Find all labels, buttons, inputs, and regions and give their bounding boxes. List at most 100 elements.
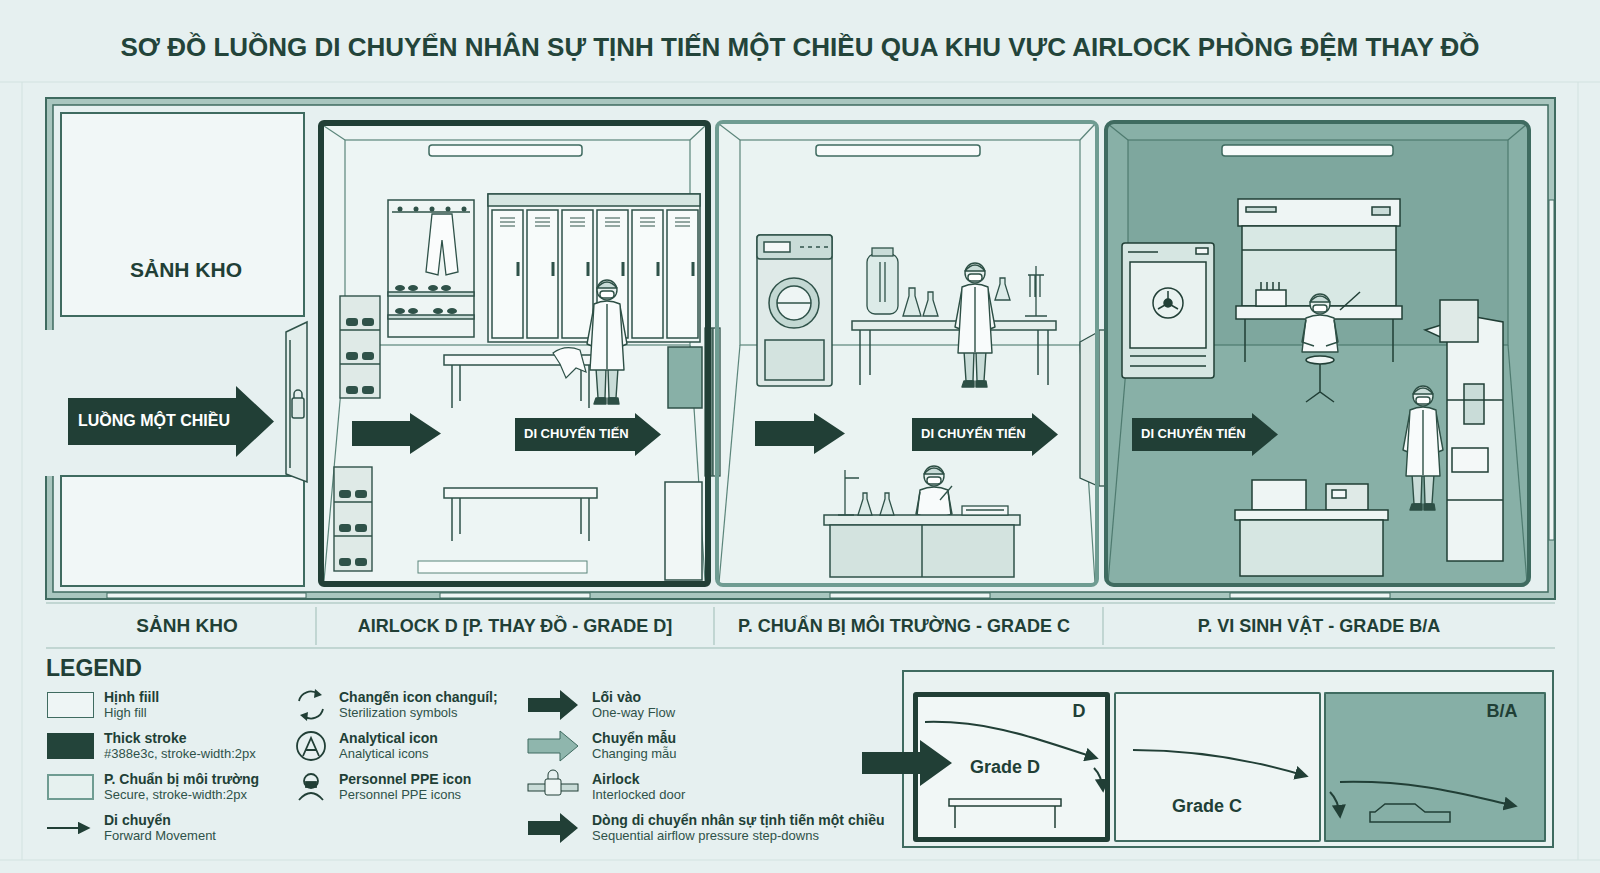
legend-text: Di chuyển xyxy=(104,812,171,828)
lab-stool xyxy=(1340,292,1360,310)
personnel-figure xyxy=(955,263,995,387)
incubator xyxy=(1130,262,1206,348)
flow-curve xyxy=(1340,782,1515,806)
glassware xyxy=(1025,266,1047,316)
arrow-shape xyxy=(68,386,274,457)
prep-room: DI CHUYỂN TIẾNP. CHUẨN BỊ MÔI TRƯỜNG - G… xyxy=(715,120,1099,587)
caption-strip xyxy=(714,607,715,645)
glassware xyxy=(962,506,1008,515)
legend-text: Hịnh fiill xyxy=(104,689,159,705)
shoe-rack xyxy=(362,386,374,394)
building-wall xyxy=(44,98,1555,599)
lab-bench xyxy=(860,330,1048,385)
coat-rack xyxy=(462,207,467,212)
incubator xyxy=(1122,243,1214,378)
legend-sample xyxy=(299,793,323,800)
shoe-rack xyxy=(334,535,372,536)
lab-stool xyxy=(1306,292,1360,402)
incubator xyxy=(1128,251,1158,253)
legend-sample xyxy=(528,690,578,720)
legend-text: Lối vào xyxy=(592,689,641,705)
room-perspective xyxy=(1080,124,1095,140)
lockers xyxy=(500,218,690,226)
micro-room: DI CHUYỂN TIẾNP. VI SINH VẬT - GRADE B/A xyxy=(1104,120,1531,587)
bench xyxy=(452,498,589,541)
legend-text: Chuyển mẫu xyxy=(592,730,676,746)
autoclave xyxy=(757,235,832,259)
lab-bench xyxy=(830,525,1014,577)
arrow-label: DI CHUYỂN TIẾN xyxy=(1141,427,1246,442)
shoes xyxy=(395,285,457,314)
glassware xyxy=(838,470,1008,515)
coat-rack xyxy=(388,200,474,337)
inset-room: Grade C xyxy=(1114,692,1321,842)
inset-plan xyxy=(903,671,1553,847)
shoe-rack xyxy=(355,558,367,566)
lockers xyxy=(518,262,693,276)
caption-strip xyxy=(46,603,1555,648)
glassware xyxy=(867,248,1047,316)
lab-bench xyxy=(1252,480,1306,510)
shoe-rack xyxy=(362,352,374,360)
shoes xyxy=(408,285,418,291)
personnel-figure xyxy=(587,280,627,404)
glassware xyxy=(867,254,898,314)
lab-bench xyxy=(921,525,923,577)
lab-bench xyxy=(1326,484,1368,510)
grade-tag: B/A xyxy=(1487,701,1518,722)
incubator xyxy=(1153,288,1183,318)
shoe-rack xyxy=(339,490,351,498)
legend-sample xyxy=(548,770,558,779)
lab-bench xyxy=(1332,490,1346,498)
blueprint-grid xyxy=(1578,82,1579,860)
room-caption: P. CHUẨN BỊ MÔI TRƯỜNG - GRADE C xyxy=(738,616,1070,637)
flow-curve xyxy=(1330,792,1340,816)
lab-bench xyxy=(824,515,1020,577)
inset-plan xyxy=(1114,692,1321,842)
personnel-figure xyxy=(1403,386,1443,510)
building-wall xyxy=(44,330,55,476)
shoes xyxy=(428,285,438,291)
lab-bench xyxy=(1235,480,1388,576)
flow-arrow xyxy=(352,413,441,454)
coat-rack xyxy=(392,211,470,213)
glassware xyxy=(880,493,894,515)
incubator xyxy=(1164,299,1172,307)
shoe-rack xyxy=(339,558,351,566)
coat-rack xyxy=(388,200,474,337)
bench xyxy=(949,799,1061,828)
shoes xyxy=(395,308,405,314)
room-perspective xyxy=(1108,345,1128,583)
autoclave xyxy=(777,286,811,320)
blueprint-grid xyxy=(0,860,1600,861)
legend-text: Dòng di chuyển nhân sự tịnh tiến một chi… xyxy=(592,812,884,828)
legend-swatch xyxy=(47,733,94,759)
lab-bench xyxy=(1240,520,1383,576)
legend-sample xyxy=(528,813,578,843)
caption-strip xyxy=(46,648,1555,649)
glassware xyxy=(858,493,872,515)
shoe-rack xyxy=(346,386,358,394)
grade-label: Grade D xyxy=(970,757,1040,778)
legend-text: Airlock xyxy=(592,771,639,787)
room-perspective xyxy=(1108,124,1527,583)
entry-door xyxy=(294,390,302,398)
inset-plan xyxy=(903,671,1553,847)
arrow-shape xyxy=(515,413,661,456)
room-perspective xyxy=(740,140,1080,345)
floor-mat xyxy=(418,561,587,573)
room-perspective xyxy=(719,345,740,583)
biosafety-cabinet xyxy=(1236,199,1402,362)
lab-bench xyxy=(824,515,1020,525)
incubator xyxy=(1130,356,1206,366)
forward-arrow: DI CHUYỂN TIẾN xyxy=(1132,413,1278,456)
room-perspective xyxy=(324,126,345,140)
building-wall xyxy=(440,593,590,598)
ceiling-light xyxy=(429,145,582,156)
shoes xyxy=(395,285,405,291)
legend-sample xyxy=(47,827,88,829)
inset-room: DGrade D xyxy=(913,692,1110,842)
arrow-label: LUỒNG MỘT CHIỀU xyxy=(78,412,230,430)
legend-text: P. Chuẩn bị môi trường xyxy=(104,771,259,787)
room-caption: SẢNH KHO xyxy=(136,615,237,637)
